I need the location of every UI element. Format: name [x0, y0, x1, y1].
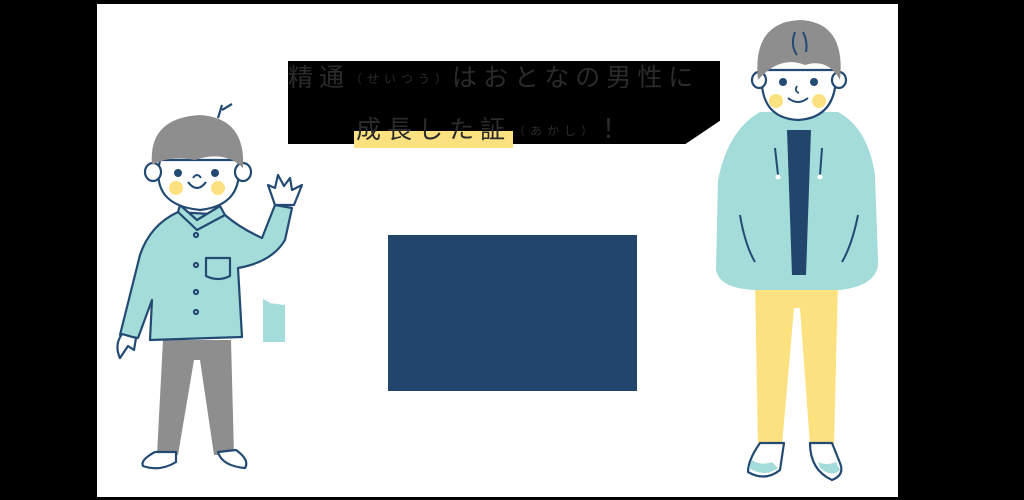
navy-placeholder-box [388, 235, 637, 391]
exclamation: ！ [602, 115, 635, 145]
teal-fragment [263, 299, 285, 342]
headline-kanji: 精通 [288, 63, 351, 92]
headline-ruby: （せいつう） [350, 72, 453, 86]
highlighted-phrase: 成長した証 [354, 115, 514, 148]
headline-line-2: 成長した証（あかし）！ [354, 110, 634, 151]
headline-line-1: 精通（せいつう）はおとなの男性に [288, 58, 699, 99]
headline-rest: はおとなの男性に [452, 63, 700, 92]
headline-ruby-2: （あかし） [513, 124, 599, 138]
